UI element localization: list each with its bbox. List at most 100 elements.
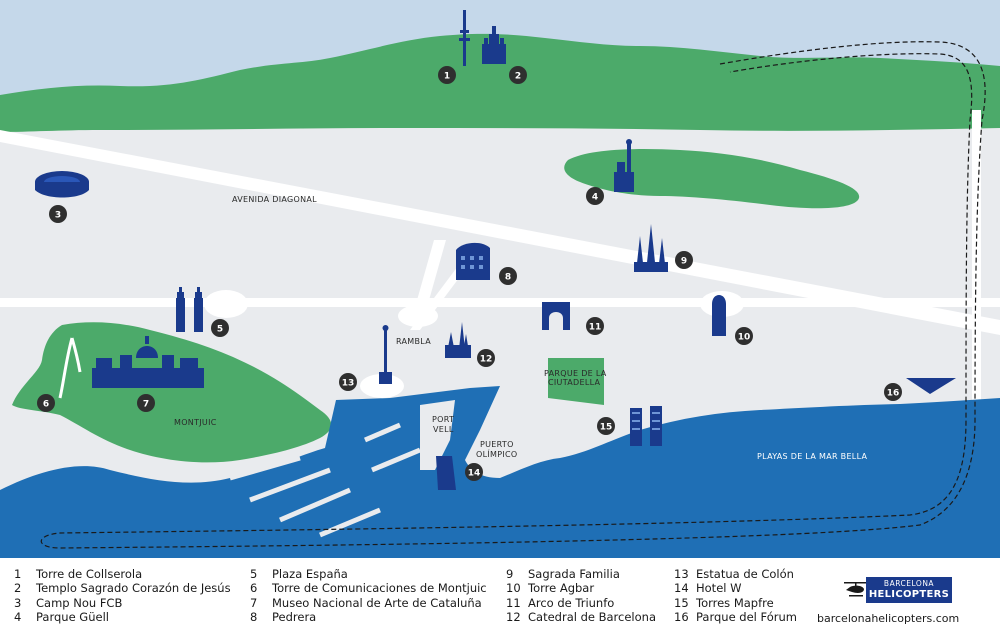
pin-10[interactable]: 10 <box>735 327 753 345</box>
plaza-espana-landmark <box>176 287 203 332</box>
pin-9-label: 9 <box>681 257 687 267</box>
pin-7-label: 7 <box>143 400 149 410</box>
pin-11-label: 11 <box>589 323 602 333</box>
catedral-landmark <box>445 322 471 358</box>
label-parque-ciutadella-2: CIUTADELLA <box>548 378 601 387</box>
label-montjuic: MONTJUIC <box>174 418 217 427</box>
parque-forum-landmark <box>906 378 956 394</box>
parque-guell-landmark <box>614 139 634 192</box>
label-puerto-olimpico-1: PUERTO <box>480 440 514 449</box>
montjuic-green <box>12 322 332 463</box>
pin-3-label: 3 <box>55 211 61 221</box>
collserola-hills <box>0 33 1000 133</box>
pin-6-label: 6 <box>43 400 49 410</box>
pin-10-label: 10 <box>738 333 751 343</box>
pin-13[interactable]: 13 <box>339 373 357 391</box>
plaza-espana-circle <box>204 290 248 318</box>
pin-14-label: 14 <box>468 469 481 479</box>
pin-12[interactable]: 12 <box>477 349 495 367</box>
pin-15[interactable]: 15 <box>597 417 615 435</box>
pin-14[interactable]: 14 <box>465 463 483 481</box>
puerto-olimpico-land <box>520 405 600 455</box>
label-puerto-olimpico-2: OLÍMPICO <box>476 448 517 459</box>
pin-5-label: 5 <box>217 325 223 335</box>
pin-2[interactable]: 2 <box>509 66 527 84</box>
pin-1-label: 1 <box>444 72 450 82</box>
pin-1[interactable]: 1 <box>438 66 456 84</box>
brand-url[interactable]: barcelonahelicopters.com <box>817 612 960 625</box>
pin-6[interactable]: 6 <box>37 394 55 412</box>
sea <box>0 386 1000 558</box>
templo-sagrado-corazon-landmark <box>482 26 506 64</box>
plaza-catalunya-circle <box>398 305 438 327</box>
label-avenida-diagonal: AVENIDA DIAGONAL <box>232 195 317 204</box>
pin-2-label: 2 <box>515 72 521 82</box>
torre-collserola-landmark <box>459 10 470 66</box>
pin-12-label: 12 <box>480 355 493 365</box>
colon-circle <box>360 374 404 398</box>
pin-3[interactable]: 3 <box>49 205 67 223</box>
label-playas-mar-bella: PLAYAS DE LA MAR BELLA <box>757 452 868 461</box>
pin-16-label: 16 <box>887 389 900 399</box>
pin-4-label: 4 <box>592 193 598 203</box>
pin-13-label: 13 <box>342 379 355 389</box>
barcelona-map: AVENIDA DIAGONAL RAMBLA PARQUE DE LA CIU… <box>0 0 1000 558</box>
parque-guell-green <box>564 149 860 209</box>
helicopter-icon <box>844 582 868 597</box>
label-rambla: RAMBLA <box>396 337 431 346</box>
camp-nou-landmark <box>35 171 89 198</box>
port-piers <box>229 422 421 538</box>
label-port-vell-2: VELL <box>433 425 454 434</box>
pin-8[interactable]: 8 <box>499 267 517 285</box>
sagrada-familia-landmark <box>634 224 668 272</box>
brand-logo-bottom: HELICOPTERS <box>868 589 950 600</box>
torre-montjuic-landmark <box>58 337 82 399</box>
estatua-colon-landmark <box>379 325 392 384</box>
pin-16[interactable]: 16 <box>884 383 902 401</box>
hotel-w-landmark <box>436 456 456 490</box>
pin-9[interactable]: 9 <box>675 251 693 269</box>
brand-logo-box: BARCELONA HELICOPTERS <box>866 577 952 603</box>
gran-via-road <box>0 298 1000 307</box>
torres-mapfre-landmark <box>630 406 662 446</box>
port-vell-land <box>420 400 455 470</box>
label-parque-ciutadella-1: PARQUE DE LA <box>544 369 607 378</box>
pin-4[interactable]: 4 <box>586 187 604 205</box>
brand-logo-top: BARCELONA <box>883 579 935 588</box>
label-port-vell-1: PORT <box>432 415 454 424</box>
mnac-landmark <box>92 336 204 388</box>
pin-8-label: 8 <box>505 273 511 283</box>
torre-agbar-landmark <box>712 295 726 336</box>
pin-5[interactable]: 5 <box>211 319 229 337</box>
rambla-road <box>412 240 446 318</box>
arco-triunfo-landmark <box>542 302 570 330</box>
pin-11[interactable]: 11 <box>586 317 604 335</box>
pin-15-label: 15 <box>600 423 613 433</box>
brand-logo[interactable]: BARCELONA HELICOPTERS <box>844 577 952 603</box>
pedrera-landmark <box>456 242 490 280</box>
avenida-diagonal-road <box>0 130 1000 335</box>
ciutadella-green <box>548 358 604 405</box>
pin-7[interactable]: 7 <box>137 394 155 412</box>
